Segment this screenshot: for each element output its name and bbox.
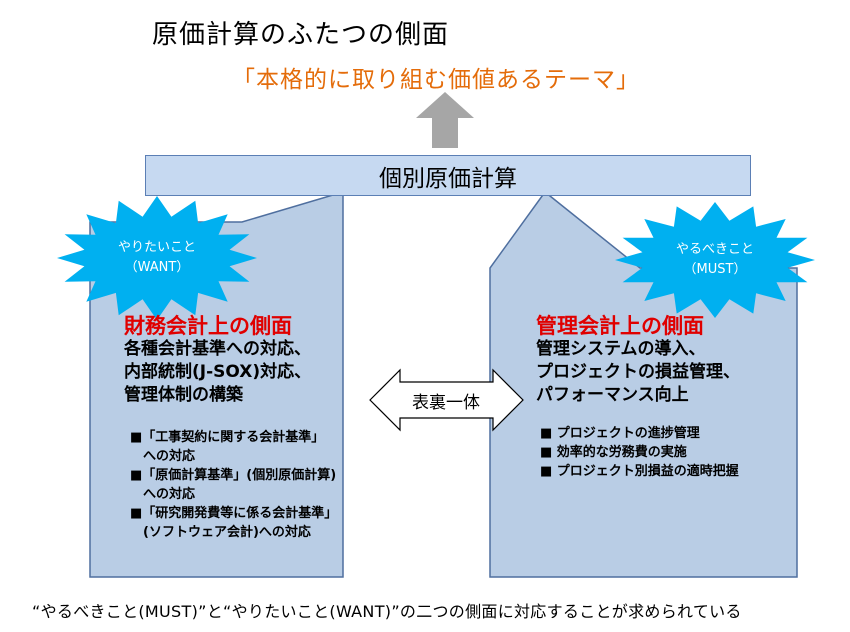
left-burst-line: やりたいこと xyxy=(117,240,196,255)
up-arrow-icon xyxy=(416,92,474,148)
right-heading: 管理会計上の側面 xyxy=(536,314,704,338)
left-bullets: ■「工事契約に関する会計基準」 への対応 ■「原価計算基準」(個別原価計算) へ… xyxy=(130,428,337,542)
list-item: への対応 xyxy=(130,487,196,502)
right-burst-line: やるべきこと xyxy=(675,242,754,257)
left-line: 各種会計基準への対応、 xyxy=(124,339,311,359)
list-item: (ソフトウェア会計)への対応 xyxy=(130,525,311,540)
right-burst-line: （MUST） xyxy=(683,262,747,277)
double-arrow-icon xyxy=(369,368,524,432)
top-bar: 個別原価計算 xyxy=(145,155,751,196)
left-line: 内部統制(J-SOX)対応、 xyxy=(124,362,312,382)
footer-caption: “やるべきこと(MUST)”と“やりたいこと(WANT)”の二つの側面に対応する… xyxy=(32,602,742,621)
right-lines: 管理システムの導入、 プロジェクトの損益管理、 パフォーマンス向上 xyxy=(536,338,740,407)
left-line: 管理体制の構築 xyxy=(124,385,243,405)
left-burst-icon xyxy=(57,196,257,320)
list-item: への対応 xyxy=(130,449,196,464)
right-burst-label: やるべきこと （MUST） xyxy=(650,240,780,280)
list-item: ■「研究開発費等に係る会計基準」 xyxy=(130,506,338,521)
left-heading: 財務会計上の側面 xyxy=(124,314,292,338)
diagram-title: 原価計算のふたつの側面 xyxy=(152,20,450,50)
right-line: パフォーマンス向上 xyxy=(536,385,689,405)
right-line: 管理システムの導入、 xyxy=(536,339,706,359)
right-line: プロジェクトの損益管理、 xyxy=(536,362,740,382)
list-item: ■「工事契約に関する会計基準」 xyxy=(130,430,325,445)
right-burst-icon xyxy=(615,202,815,318)
left-lines: 各種会計基準への対応、 内部統制(J-SOX)対応、 管理体制の構築 xyxy=(124,338,311,407)
right-bullets: ■ プロジェクトの進捗管理 ■ 効率的な労務費の実施 ■ プロジェクト別損益の適… xyxy=(540,424,739,481)
center-label: 表裏一体 xyxy=(412,392,480,413)
left-burst-label: やりたいこと （WANT） xyxy=(92,238,222,278)
list-item: ■ 効率的な労務費の実施 xyxy=(540,445,687,460)
left-burst-line: （WANT） xyxy=(124,260,190,275)
list-item: ■「原価計算基準」(個別原価計算) xyxy=(130,468,337,483)
list-item: ■ プロジェクト別損益の適時把握 xyxy=(540,464,739,479)
diagram-subtitle: 「本格的に取り組む価値あるテーマ」 xyxy=(232,67,640,93)
list-item: ■ プロジェクトの進捗管理 xyxy=(540,426,700,441)
